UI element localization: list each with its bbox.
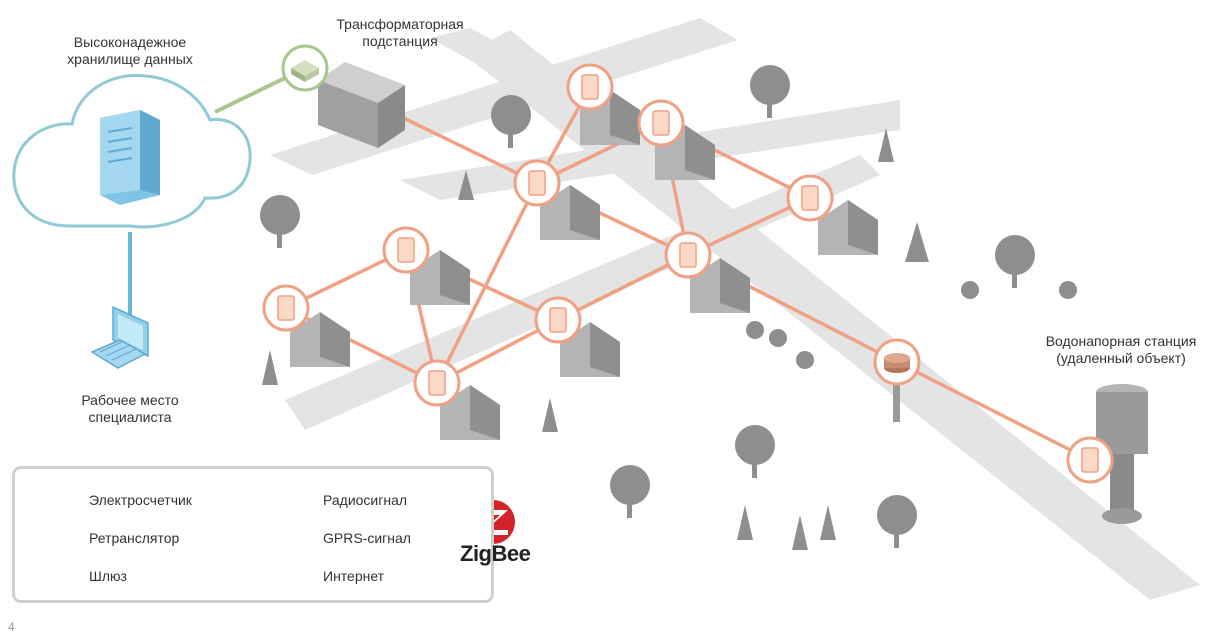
- substation-building: [318, 62, 405, 148]
- meter-node: [637, 99, 685, 147]
- legend-gateway-label: Шлюз: [89, 568, 127, 584]
- tree: [961, 281, 979, 299]
- legend-radio-label: Радиосигнал: [323, 492, 408, 508]
- tree: [995, 235, 1035, 288]
- tree: [820, 505, 836, 540]
- tree: [610, 465, 650, 518]
- tree: [877, 495, 917, 548]
- gateway-node: [281, 44, 329, 92]
- tree: [1059, 281, 1077, 299]
- tree: [878, 128, 894, 162]
- meter-node: [786, 174, 834, 222]
- zigbee-wordmark: ZigBee: [460, 541, 531, 566]
- legend-box: [12, 466, 494, 603]
- water-tower: [1096, 384, 1148, 524]
- house: [440, 385, 500, 440]
- tree: [737, 505, 753, 540]
- meter-node: [413, 359, 461, 407]
- house: [818, 200, 878, 255]
- meter-node: [1066, 436, 1114, 484]
- tree: [792, 515, 808, 550]
- computer-icon: [90, 305, 149, 369]
- meters: [262, 63, 1114, 484]
- legend-meter-label: Электросчетчик: [89, 492, 192, 508]
- server-icon: [100, 110, 160, 205]
- legend-gprs-label: GPRS-сигнал: [323, 530, 411, 546]
- tree: [260, 195, 300, 248]
- tree: [458, 170, 474, 200]
- gprs-link: [214, 76, 286, 114]
- house: [690, 258, 750, 313]
- house: [290, 312, 350, 367]
- legend-internet-label: Интернет: [323, 568, 385, 584]
- house: [540, 185, 600, 240]
- meter-node: [262, 284, 310, 332]
- page-number: 4: [8, 620, 15, 634]
- tree: [905, 222, 929, 262]
- meter-node: [513, 159, 561, 207]
- legend-repeater-label: Ретранслятор: [89, 530, 180, 546]
- repeater-node: [873, 338, 921, 422]
- tree: [769, 329, 787, 347]
- water-station-label: Водонапорная станция(удаленный объект): [1045, 333, 1197, 366]
- meter-node: [382, 226, 430, 274]
- tree: [542, 398, 558, 432]
- tree: [262, 350, 278, 385]
- meter-node: [664, 231, 712, 279]
- tree: [491, 95, 531, 148]
- tree: [796, 351, 814, 369]
- tree: [750, 65, 790, 118]
- tree: [746, 321, 764, 339]
- trees: [260, 65, 1077, 550]
- meter-node: [566, 63, 614, 111]
- meter-node: [534, 296, 582, 344]
- tree: [735, 425, 775, 478]
